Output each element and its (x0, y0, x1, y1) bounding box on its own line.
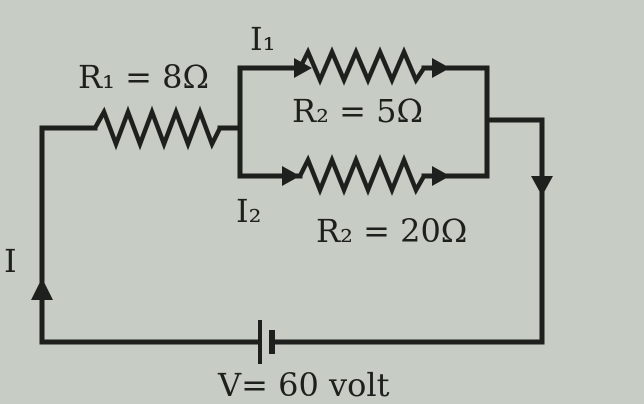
arrow-bottom-branch (432, 166, 450, 186)
arrow-i-up (31, 278, 53, 300)
arrow-i1 (294, 58, 312, 78)
label-voltage: V= 60 volt (217, 366, 390, 404)
resistor-r1 (93, 105, 223, 151)
resistor-r3 (297, 153, 426, 197)
label-i: I (4, 242, 17, 280)
label-r1: R₁ = 8Ω (78, 58, 209, 96)
wire-left (39, 125, 98, 345)
arrow-i2 (282, 166, 300, 186)
wire-right (269, 117, 545, 345)
label-i1: I₁ (250, 20, 275, 58)
arrow-right-down (531, 176, 553, 196)
resistor-r2 (297, 46, 426, 86)
label-r2: R₂ = 5Ω (292, 92, 423, 130)
label-r3: R₂ = 20Ω (316, 212, 467, 250)
label-i2: I₂ (236, 192, 261, 230)
arrow-top-branch (432, 58, 450, 78)
